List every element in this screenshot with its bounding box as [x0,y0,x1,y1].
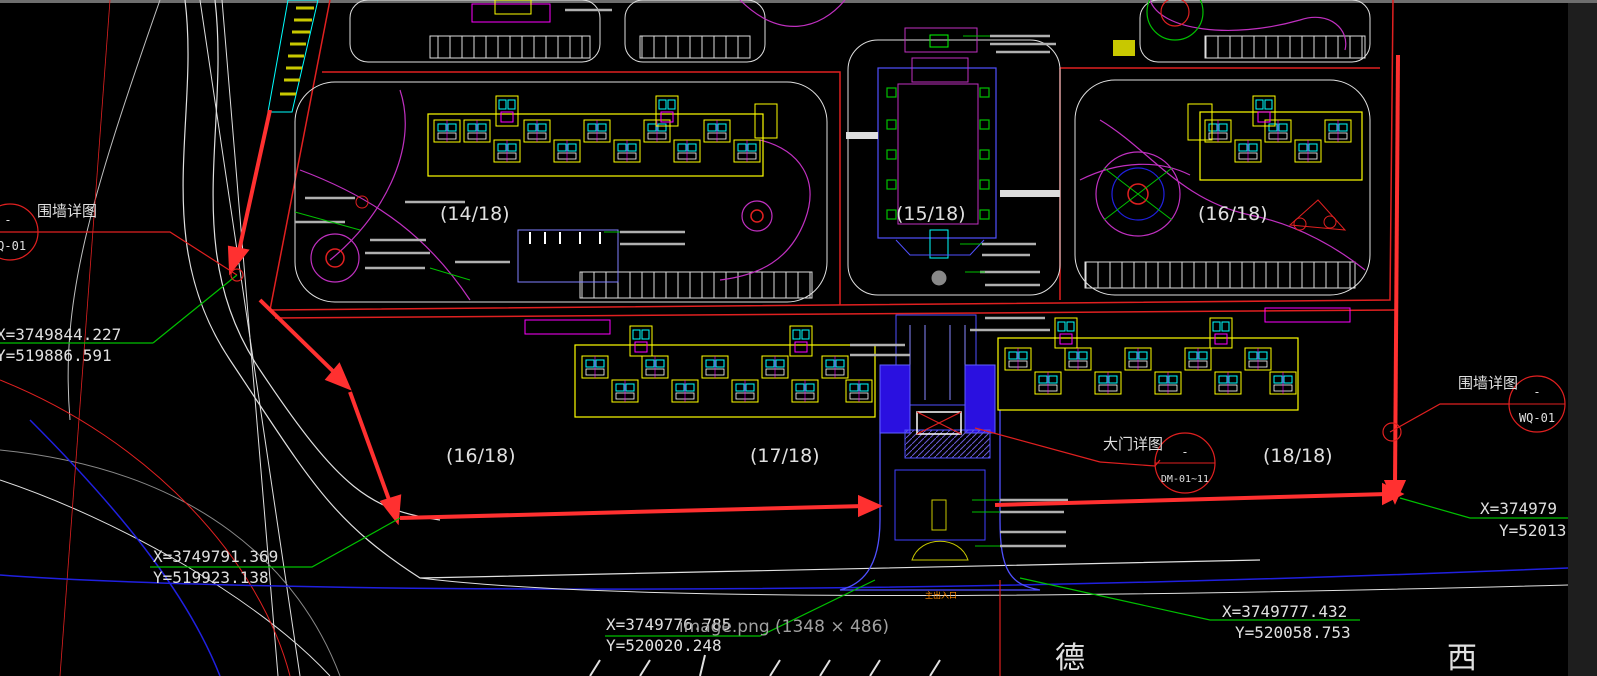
central-axis-block: 主出入口 [839,27,1041,600]
coord-x-5: X=374979 [1480,499,1557,518]
image-viewer-caption: image.png (1348 × 486) [678,617,890,637]
circular-plazas [310,0,1347,283]
ref-bottom-text: WQ-01 [0,239,26,253]
gate-detail-label: 大门详图 [1103,435,1163,453]
building-label-16-upper: (16/18) [1198,203,1268,225]
building-14 [427,95,778,177]
road-name-char-1: 德 [1055,641,1085,676]
ref-top-text: - [1181,445,1188,459]
ref-circle-dm01: - DM-01~11 [1154,432,1216,494]
coord-y-4: Y=520058.753 [1235,623,1351,642]
window-right-border [1568,3,1597,676]
building-lower-left [574,325,876,418]
ref-top-text: - [4,213,11,227]
road-name-char-2: 西 [1447,641,1477,676]
ref-circle-wq01-right: - WQ-01 [1508,375,1566,433]
coord-y-1: Y=519886.591 [0,346,112,365]
road-lettering-fragments [589,654,941,676]
coord-x-1: X=3749844.227 [0,325,121,344]
leader-lines [0,231,1568,676]
landscape-paths [299,0,1366,301]
greenbelt-strip [267,0,319,113]
coord-y-5: Y=52013 [1499,521,1566,540]
building-top-partial [471,0,551,23]
coord-y-2: Y=519923.138 [153,568,269,587]
ref-top-text: - [1533,385,1540,399]
building-label-16-lower: (16/18) [446,445,516,467]
coord-x-4: X=3749777.432 [1222,602,1347,621]
coord-y-3: Y=520020.248 [606,636,722,655]
coord-x-3: X=3749776.785 [606,615,731,634]
window-top-border [0,0,1597,3]
coord-x-2: X=3749791.369 [153,547,278,566]
ref-circle-wq01-left: - WQ-01 [0,203,39,261]
parking-rows [429,35,1366,299]
building-label-18: (18/18) [1263,445,1333,467]
red-arrows [227,54,1407,526]
misc-structures [517,40,1351,335]
building-label-14: (14/18) [440,203,510,225]
wall-detail-label-right: 围墙详图 [1458,374,1518,392]
svg-text:主出入口: 主出入口 [925,590,957,600]
courtyard-outlines [294,0,1371,303]
building-label-17: (17/18) [750,445,820,467]
wall-detail-label-left: 围墙详图 [37,202,97,220]
annotation-text-lines [294,8,1068,548]
building-label-15: (15/18) [896,203,966,225]
ref-bottom-text: WQ-01 [1519,411,1555,425]
ref-bottom-text: DM-01~11 [1161,474,1209,485]
building-lower-right [997,317,1299,411]
building-16-upper [1187,95,1363,181]
